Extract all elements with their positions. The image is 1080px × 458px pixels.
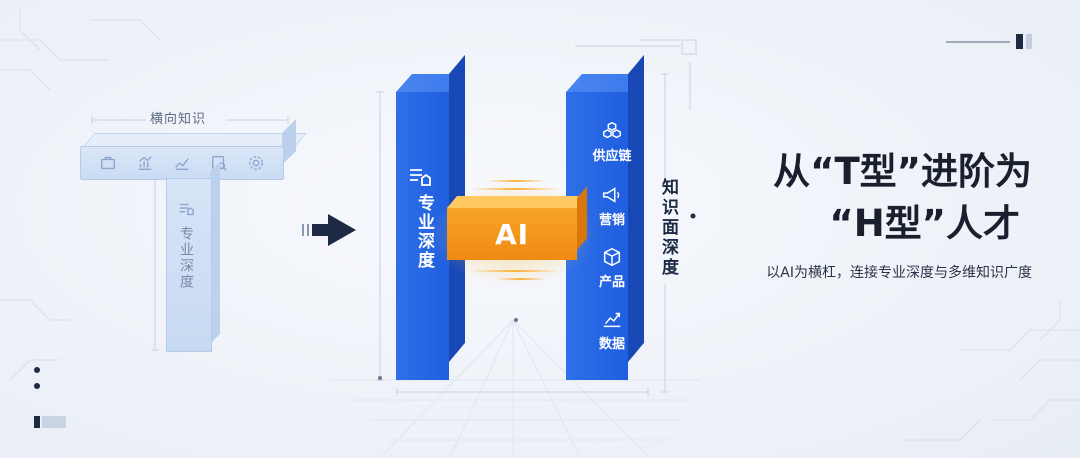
t-horizontal-label: 横向知识 — [150, 112, 207, 127]
t-vertical-stem — [166, 178, 212, 352]
box-icon — [603, 247, 621, 267]
ai-streak — [470, 270, 560, 272]
bar-chart-icon — [138, 156, 152, 170]
knowledge-depth-label: 知识面深度 — [658, 178, 678, 278]
ai-crossbar: AI — [447, 208, 577, 260]
h-right-item-marketing: 营销 — [590, 184, 634, 228]
h-right-item-product: 产品 — [590, 246, 634, 290]
corner-accent-bar-light — [1026, 34, 1032, 49]
corner-accent-bar — [1016, 34, 1023, 49]
gear-icon — [249, 156, 264, 170]
document-list-icon — [179, 203, 194, 216]
ai-streak — [486, 180, 546, 182]
document-list-icon — [410, 169, 431, 186]
cubes-icon — [603, 121, 621, 139]
ai-label: AI — [494, 217, 530, 251]
headline-line-2: “H型”人才 — [829, 202, 1020, 245]
megaphone-icon — [603, 187, 620, 203]
t-horizontal-bar — [80, 146, 284, 180]
h-right-pillar-top — [566, 74, 644, 92]
subheadline: 以AI为横杠，连接专业深度与多维知识广度 — [766, 265, 1032, 281]
h-right-item-label: 数据 — [598, 337, 625, 352]
trend-chart-icon — [603, 312, 621, 328]
ai-block-top — [447, 196, 587, 208]
briefcase-icon — [100, 156, 115, 170]
line-chart-icon — [175, 158, 189, 170]
headline: 从“T型”进阶为 “H型”人才 — [773, 146, 1032, 250]
t-stem-label: 专业深度 — [178, 226, 194, 290]
right-arrow-icon — [302, 214, 356, 246]
ai-streak — [496, 278, 546, 280]
ai-streak — [470, 188, 560, 190]
bottom-accent-bar-light — [42, 416, 66, 428]
headline-line-1: 从“T型”进阶为 — [773, 150, 1032, 193]
h-right-item-label: 产品 — [598, 275, 625, 290]
h-right-item-supply-chain: 供应链 — [590, 120, 634, 164]
h-left-pillar-top — [396, 74, 465, 92]
bottom-accent-bar — [34, 416, 40, 428]
h-right-item-label: 营销 — [598, 213, 625, 228]
h-right-item-label: 供应链 — [592, 149, 632, 164]
h-right-item-data: 数据 — [590, 308, 634, 352]
